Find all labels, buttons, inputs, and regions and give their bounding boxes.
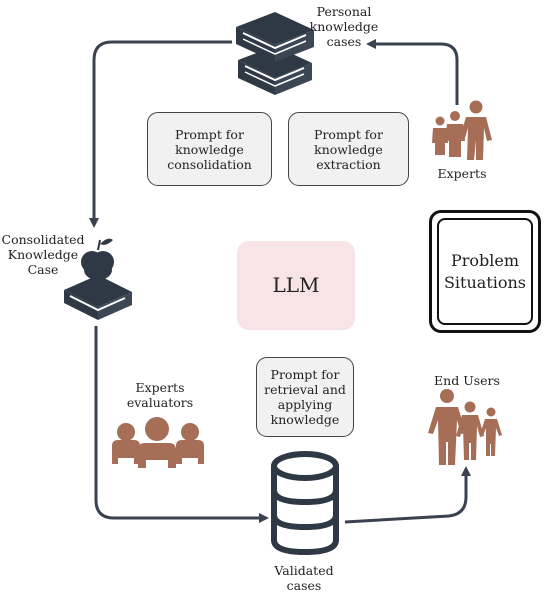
llm-box: LLM <box>237 241 355 330</box>
books-icon <box>236 12 314 95</box>
people-icon-endusers <box>428 389 502 465</box>
prompt-consolidation-box: Prompt for knowledge consolidation <box>147 112 272 186</box>
experts-evaluators-label: Experts evaluators <box>126 380 194 410</box>
people-icon-evaluators <box>112 417 204 468</box>
prompt-retrieval-box: Prompt for retrieval and applying knowle… <box>256 357 354 437</box>
arrow-validated-to-endusers <box>344 466 471 524</box>
personal-cases-label: Personal knowledge cases <box>309 4 379 49</box>
arrow-experts-to-books <box>366 39 459 105</box>
problem-situations-box: Problem Situations <box>429 210 541 333</box>
consolidated-case-label: Consolidated Knowledge Case <box>1 232 85 277</box>
validated-cases-label: Validated cases <box>274 563 334 593</box>
arrow-books-to-consolidated <box>89 40 232 228</box>
problem-situations-label: Problem Situations <box>437 218 533 325</box>
prompt-extraction-box: Prompt for knowledge extraction <box>288 112 409 186</box>
database-icon <box>271 451 339 556</box>
end-users-label: End Users <box>434 373 500 388</box>
apple-book-icon <box>64 238 132 320</box>
people-icon-experts <box>432 100 492 160</box>
experts-label: Experts <box>437 166 487 181</box>
arrow-consolidated-to-validated <box>94 326 269 523</box>
